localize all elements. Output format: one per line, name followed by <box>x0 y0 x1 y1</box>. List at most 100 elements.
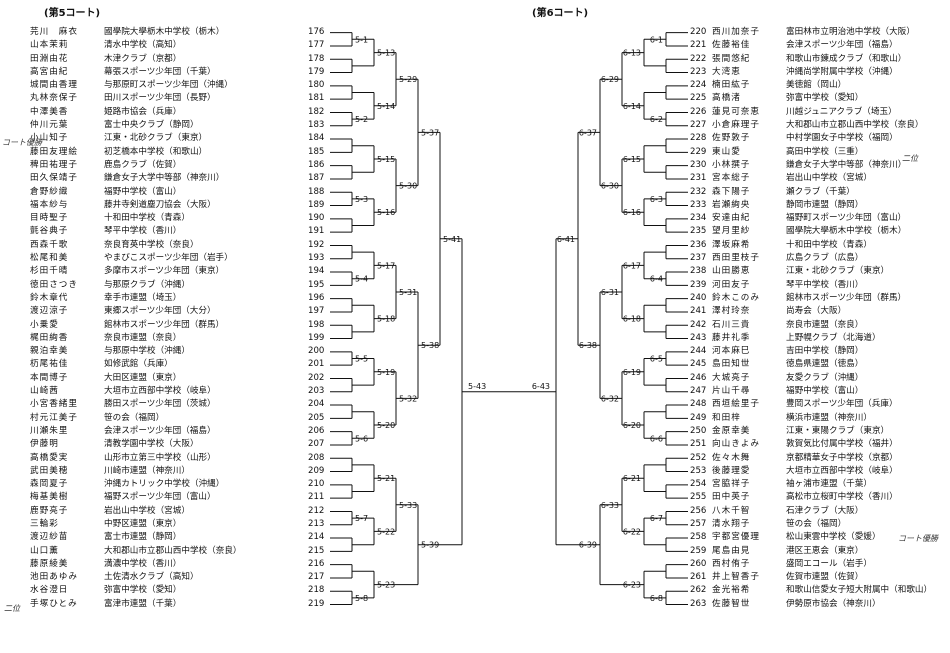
player-team: 奈良市連盟（奈良） <box>104 332 182 343</box>
player-team: 石津クラブ（大阪） <box>786 505 864 516</box>
seed-number: 254 <box>690 479 707 490</box>
player-team: 木津クラブ（京都） <box>104 53 182 64</box>
player-name: 大城亮子 <box>712 372 751 383</box>
player-team: 多摩市スポーツ少年団（東京） <box>104 266 225 277</box>
seed-number: 228 <box>690 133 707 144</box>
seed-number: 234 <box>690 213 707 224</box>
seed-number: 223 <box>690 66 707 77</box>
court5-player-row: 藤原綾美満濃中学校（香川） <box>30 558 242 571</box>
player-name: 渡辺紗苗 <box>30 532 69 543</box>
seed-number: 225 <box>690 93 707 104</box>
court6-player-row: 高橋渚 弥富中学校（愛知） <box>712 92 932 105</box>
player-name: 西田里枝子 <box>712 253 760 264</box>
player-name: 楠田紘子 <box>712 80 751 91</box>
court6-player-row: 向山きよみ敦賀気比付属中学校（福井） <box>712 438 932 451</box>
court5-player-row: 山本茉莉清水中学校（高知） <box>30 39 242 52</box>
seed-number: 221 <box>690 40 707 51</box>
player-team: 清教学園中学校（大阪） <box>104 439 199 450</box>
court5-player-row: 梶田絢香奈良市連盟（奈良） <box>30 332 242 345</box>
player-name: 安達由紀 <box>712 213 751 224</box>
court5-player-row: 高宮由紀幕張スポーツ少年団（千葉） <box>30 66 242 79</box>
player-team: 満濃中学校（香川） <box>104 558 182 569</box>
court5-player-row: 武田美穂川崎市連盟（神奈川） <box>30 465 242 478</box>
player-team: 上野幌クラブ（北海道） <box>786 332 881 343</box>
court6-player-row: 河田友子琴平中学校（香川） <box>712 279 932 292</box>
seed-number: 241 <box>690 306 707 317</box>
player-name: 高橋渚 <box>712 93 741 104</box>
player-name: 村元江美子 <box>30 412 78 423</box>
seed-number: 233 <box>690 199 707 210</box>
seed-number: 212 <box>308 505 325 516</box>
court6-title: (第6コート) <box>532 8 589 19</box>
player-name: 金原幸美 <box>712 425 751 436</box>
court6-player-row: 望月里紗國學院大學栃木中学校（栃木） <box>712 225 932 238</box>
player-team: 瀬クラブ（千葉） <box>786 186 855 197</box>
player-name: 森下陽子 <box>712 186 751 197</box>
seed-number: 178 <box>308 53 325 64</box>
seed-number: 214 <box>308 532 325 543</box>
court6-player-row: 八木千智石津クラブ（大阪） <box>712 505 932 518</box>
seed-number: 182 <box>308 106 325 117</box>
seed-number: 260 <box>690 558 707 569</box>
player-team: 徳島県連盟（徳島） <box>786 359 864 370</box>
player-team: 広島クラブ（広島） <box>786 253 864 264</box>
player-name: 渡辺涼子 <box>30 306 69 317</box>
court5-player-row: 藤田友理絵 初芝橋本中学校（和歌山） <box>30 146 242 159</box>
court5-player-row: 親泊幸美与那原中学校（沖縄） <box>30 345 242 358</box>
player-team: 友愛クラブ（沖縄） <box>786 372 864 383</box>
player-team: 沖縄尚学附属中学校（沖縄） <box>786 66 898 77</box>
player-name: 親泊幸美 <box>30 346 69 357</box>
player-team: 中村学園女子中学校（福岡） <box>786 133 898 144</box>
court6-player-row: 岩瀬絢央静岡市連盟（静岡） <box>712 199 932 212</box>
seed-number: 218 <box>308 585 325 596</box>
player-team: 琴平中学校（香川） <box>104 226 182 237</box>
player-name: 鹿野亮子 <box>30 505 69 516</box>
player-team: 弥富中学校（愛知） <box>786 93 864 104</box>
player-name: 城間由香理 <box>30 80 78 91</box>
court5-player-row: 森岡夏子沖縄カトリック中学校（沖縄） <box>30 478 242 491</box>
seed-number: 253 <box>690 465 707 476</box>
seed-number: 217 <box>308 572 325 583</box>
seed-number: 237 <box>690 253 707 264</box>
player-name: 中澤美香 <box>30 106 69 117</box>
player-name: 梅基美樹 <box>30 492 69 503</box>
player-name: 西川加奈子 <box>712 27 760 37</box>
court5-player-row: 村元江美子 笹の会（福岡） <box>30 412 242 425</box>
player-name: 小倉麻理子 <box>712 120 760 131</box>
seed-number: 240 <box>690 292 707 303</box>
player-name: 山口薫 <box>30 545 59 556</box>
player-team: 和歌山信愛女子短大附属中（和歌山） <box>786 585 933 596</box>
court5-player-row: 田淵由花木津クラブ（京都） <box>30 53 242 66</box>
seed-number: 188 <box>308 186 325 197</box>
seed-number: 176 <box>308 27 325 37</box>
player-name: 藤田友理絵 <box>30 146 78 157</box>
seed-number: 193 <box>308 253 325 264</box>
court5-player-row: 三輪彩中野区連盟（東京） <box>30 518 242 531</box>
seed-number: 210 <box>308 479 325 490</box>
player-name: 松尾和美 <box>30 253 69 264</box>
player-team: 館林市スポーツ少年団（群馬） <box>104 319 225 330</box>
court5-note-second: 二位 <box>4 604 20 613</box>
player-name: 山本茉莉 <box>30 40 69 51</box>
seed-number: 208 <box>308 452 325 463</box>
player-name: 鈴木章代 <box>30 292 69 303</box>
player-team: 松山東雲中学校（愛媛） <box>786 532 881 543</box>
player-name: 澤村玲奈 <box>712 306 751 317</box>
player-name: 高橋愛実 <box>30 452 69 463</box>
seed-number: 261 <box>690 572 707 583</box>
court6-player-row: 河本麻巳吉田中学校（静岡） <box>712 345 932 358</box>
player-name: 池田あゆみ <box>30 572 78 583</box>
seed-number: 211 <box>308 492 325 503</box>
player-team: 豊岡スポーツ少年団（兵庫） <box>786 399 898 410</box>
player-name: 宇都宮優理 <box>712 532 760 543</box>
seed-number: 230 <box>690 159 707 170</box>
court6-player-row: 安達由紀福野町スポーツ少年団（富山） <box>712 212 932 225</box>
player-team: 笹の会（福岡） <box>104 412 165 423</box>
player-team: 初芝橋本中学校（和歌山） <box>104 146 208 157</box>
court6-player-row: 大湾恵沖縄尚学附属中学校（沖縄） <box>712 66 932 79</box>
player-team: 和歌山市錬成クラブ（和歌山） <box>786 53 907 64</box>
player-team: 笹の会（福岡） <box>786 518 847 529</box>
player-team: 如修武館（兵庫） <box>104 359 173 370</box>
player-name: 岩瀬絢央 <box>712 199 751 210</box>
